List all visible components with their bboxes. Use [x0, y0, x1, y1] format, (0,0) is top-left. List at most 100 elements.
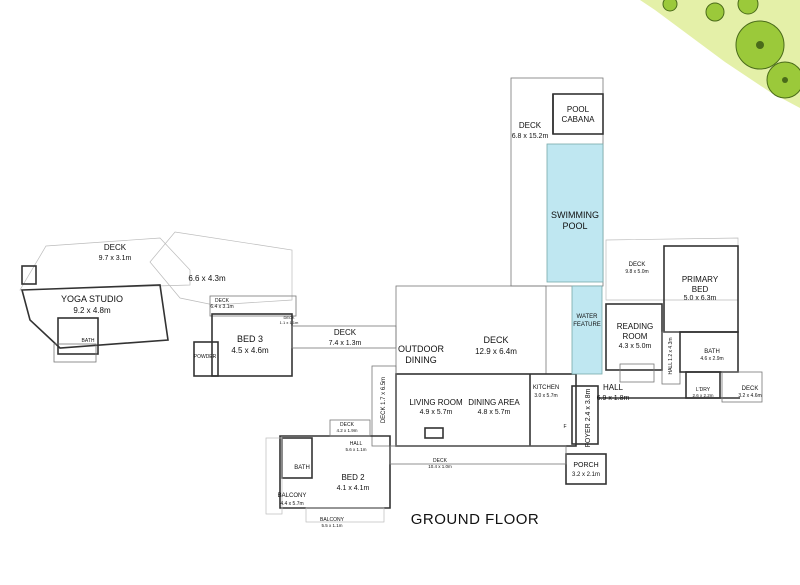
balcony2-name: BALCONY [320, 517, 345, 523]
deck-front-size: 10.4 x 1.0m [428, 464, 452, 469]
landscape-area [640, 0, 800, 108]
hall-primary-label: HALL 1.2 x 4.3m [668, 337, 674, 374]
kitchen-name: KITCHEN [533, 385, 559, 391]
outdoor-dining-name1: OUTDOOR [398, 344, 444, 354]
deck-yoga-size: 9.7 x 3.1m [99, 255, 132, 262]
bed3-size: 4.5 x 4.6m [231, 346, 269, 355]
pool-cabana-outline [552, 93, 604, 135]
pool-cabana-name1: POOL [567, 105, 590, 114]
terrace-outline [149, 231, 293, 306]
porch-size: 3.2 x 2.1m [572, 472, 600, 478]
water-feature-name1: WATER [577, 314, 599, 320]
hall-primary-name: HALL [668, 362, 674, 375]
deck-small-name: DECK [283, 315, 294, 320]
deck-east-size: 3.2 x 4.6m [738, 393, 761, 399]
yoga-studio-area [19, 237, 191, 363]
reading-room-name2: ROOM [623, 332, 648, 341]
foyer-name: FOYER [585, 423, 592, 447]
dining-name: DINING AREA [468, 398, 520, 407]
fridge-mark: F [563, 424, 566, 430]
laundry-outline [685, 371, 721, 399]
porch-outline [565, 453, 607, 485]
hall-main-size: 6.9 x 1.8m [597, 395, 630, 402]
side-deck-outline [371, 365, 397, 447]
dining-size: 4.8 x 5.7m [478, 409, 511, 416]
foyer-size: 2.4 x 3.8m [585, 388, 592, 421]
hall-main-name: HALL [603, 383, 624, 392]
laundry-size: 2.6 x 2.2m [692, 393, 713, 398]
swimming-pool-water [546, 143, 604, 283]
deck-main-size: 12.9 x 6.4m [475, 347, 517, 356]
labels: DECK 6.8 x 15.2m POOL CABANA SWIMMING PO… [61, 105, 762, 528]
kitchen-size: 3.0 x 5.7m [534, 393, 557, 399]
bed3-deck-outline [209, 295, 297, 317]
reading-room-name1: READING [617, 322, 653, 331]
outdoor-dining-name2: DINING [405, 355, 437, 365]
deck-link-name: DECK [334, 328, 357, 337]
bed2-bath-outline [281, 437, 313, 479]
porch-name: PORCH [573, 462, 598, 469]
deck-primary-size: 9.8 x 5.0m [625, 269, 648, 275]
hall-primary-size: 1.2 x 4.3m [668, 337, 674, 360]
hall-bed2-name: HALL [350, 441, 363, 447]
deck-primary-name: DECK [629, 262, 646, 268]
balcony1-size: 4.4 x 5.7m [280, 501, 303, 507]
foyer-outline [571, 385, 599, 445]
bed2-deck-outline [329, 419, 371, 437]
reading-room-size: 4.3 x 5.0m [619, 343, 652, 350]
primary-bed-size: 5.0 x 6.3m [684, 295, 717, 302]
water-feature-name2: FEATURE [573, 322, 601, 328]
reading-room-desk [619, 363, 655, 383]
tree-2 [766, 61, 800, 99]
hall-bed2-size: 5.6 x 1.1m [345, 447, 366, 452]
tree-3 [737, 0, 759, 15]
deck-east-name: DECK [742, 386, 759, 392]
kitchen-island [424, 427, 444, 439]
pool-area [510, 77, 604, 287]
yoga-deck-outline [19, 237, 191, 291]
yoga-studio-outline [20, 284, 169, 349]
balcony1-outline [265, 437, 283, 515]
bed2-name: BED 2 [341, 473, 365, 482]
bed2-area [265, 419, 567, 523]
tree-5 [662, 0, 678, 12]
yoga-bath-outline [57, 317, 99, 355]
deck-bed3-size: 6.4 x 3.1m [210, 304, 233, 310]
primary-bed-name2: BED [692, 285, 709, 294]
powder-room-outline [193, 341, 219, 377]
deck-bed3-name: DECK [215, 298, 230, 304]
deck-main-name: DECK [483, 335, 508, 345]
swimming-pool-name2: POOL [562, 221, 587, 231]
balcony2-outline [305, 507, 385, 523]
pool-cabana-name2: CABANA [562, 115, 596, 124]
primary-suite-area [605, 237, 763, 403]
yoga-studio-size: 9.2 x 4.8m [73, 306, 111, 315]
bath-primary-size: 4.6 x 2.9m [700, 356, 723, 362]
yoga-bath-name: BATH [82, 338, 95, 344]
powder-name: POWDER [194, 354, 217, 360]
deck-yoga-name: DECK [104, 243, 127, 252]
tree-1 [735, 20, 785, 70]
deck-side-size: 1.7 x 6.5m [381, 377, 387, 405]
foyer-label: FOYER 2.4 x 3.8m [585, 388, 592, 447]
tree-4 [705, 2, 725, 22]
deck-side-label: DECK 1.7 x 6.5m [381, 377, 387, 423]
bed3-name: BED 3 [237, 334, 263, 344]
bath-bed2-name: BATH [294, 465, 310, 471]
east-deck-outline [721, 371, 763, 403]
deck-pool-name: DECK [519, 121, 542, 130]
water-feature-water [571, 285, 603, 375]
laundry-name: L'DRY [696, 387, 711, 393]
living-size: 4.9 x 5.7m [420, 409, 453, 416]
deck-front-name: DECK [433, 458, 448, 464]
balcony1-name: BALCONY [278, 493, 307, 499]
balcony2-size: 5.5 x 1.1m [321, 523, 342, 528]
yoga-studio-name: YOGA STUDIO [61, 294, 123, 304]
bath-primary-name: BATH [704, 349, 720, 355]
front-deck-outline [389, 445, 567, 465]
bed2-size: 4.1 x 4.1m [337, 485, 370, 492]
primary-bed-name1: PRIMARY [682, 275, 719, 284]
terrace-size: 6.6 x 4.3m [188, 274, 226, 283]
deck-side-name: DECK [381, 407, 387, 424]
